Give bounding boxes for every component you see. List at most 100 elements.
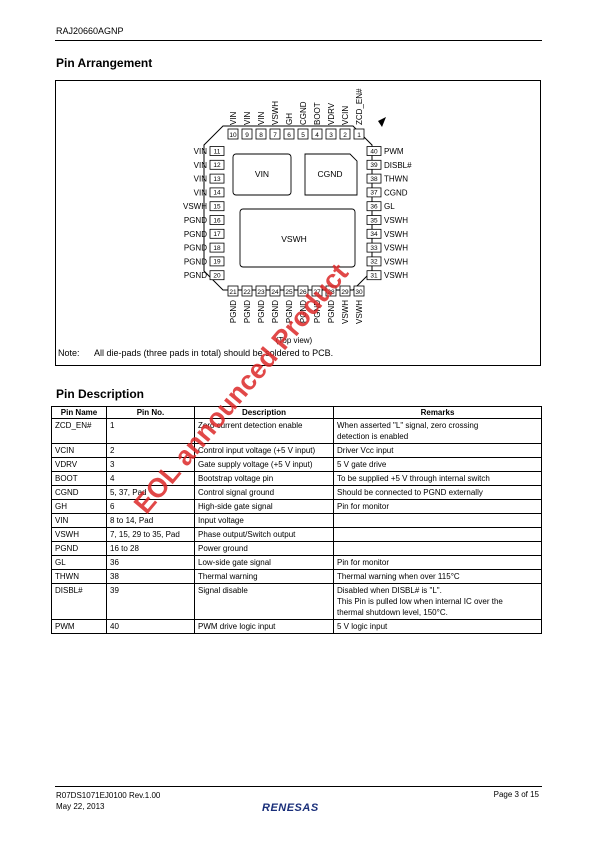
- footer-date: May 22, 2013: [56, 802, 105, 811]
- col-remarks: Remarks: [333, 406, 542, 419]
- pin-name: PGND: [327, 300, 336, 323]
- pin-name: PGND: [271, 300, 280, 323]
- pin-box: [366, 242, 382, 253]
- pin-number: 39: [370, 162, 378, 169]
- vswh-pad: [239, 208, 356, 268]
- pin-box: [366, 270, 382, 281]
- pin-number: 32: [370, 259, 378, 266]
- pin-name: VSWH: [341, 300, 350, 324]
- description-cell: Bootstrap voltage pin: [194, 471, 334, 486]
- pin-name: CGND: [384, 188, 408, 197]
- remarks-line: Driver Vcc input: [337, 446, 394, 455]
- top-view-label: (Top view): [276, 336, 313, 345]
- pin-number: 35: [370, 217, 378, 224]
- pin-number: 25: [285, 289, 293, 296]
- pin-box: [209, 187, 225, 198]
- pin-name: VSWH: [384, 244, 408, 253]
- remarks-line: Thermal warning when over 115°C: [337, 572, 460, 581]
- pin-name-cell: ZCD_EN#: [51, 418, 107, 444]
- pin-box: [227, 128, 239, 140]
- pin-number: 19: [213, 259, 221, 266]
- pin-box: [241, 128, 253, 140]
- pin-name: VIN: [229, 111, 238, 125]
- pin-name-cell: GL: [51, 555, 107, 570]
- pin-number: 10: [229, 132, 237, 139]
- remarks-line: When asserted "L" signal, zero crossing: [337, 421, 479, 430]
- pin-number: 8: [259, 132, 263, 139]
- pin-box: [366, 187, 382, 198]
- pin-name: DISBL#: [384, 161, 412, 170]
- remarks-line: thermal shutdown level, 150°C.: [337, 608, 448, 617]
- pin-box: [366, 173, 382, 184]
- header-rule: [55, 40, 542, 41]
- pin-name: VSWH: [271, 101, 280, 125]
- pin-box: [325, 285, 337, 297]
- pin-name-cell: GH: [51, 499, 107, 514]
- pin-name: VIN: [194, 188, 208, 197]
- pin-box: [311, 128, 323, 140]
- pin-name: GH: [285, 113, 294, 125]
- pin-name-cell: VCIN: [51, 443, 107, 458]
- pin-number: 5: [301, 132, 305, 139]
- pin-number: 34: [370, 231, 378, 238]
- pin-name: VSWH: [384, 230, 408, 239]
- pin-number: 24: [271, 289, 279, 296]
- vin-pad-label: VIN: [255, 169, 269, 179]
- col-pin-no: Pin No.: [106, 406, 195, 419]
- note-text: All die-pads (three pads in total) shoul…: [94, 348, 334, 358]
- pin-number: 26: [299, 289, 307, 296]
- pin-no-cell: 39: [106, 583, 195, 620]
- pin-name-cell: VDRV: [51, 457, 107, 472]
- renesas-logo: RENESAS: [262, 802, 319, 814]
- pin-name: CGND: [299, 101, 308, 125]
- pin-name: PGND: [299, 300, 308, 323]
- pin-box: [366, 159, 382, 170]
- table-header-row: Pin Name Pin No. Description Remarks: [51, 406, 542, 419]
- pin-box: [209, 146, 225, 156]
- pin-box: [297, 128, 309, 140]
- header-part-number: RAJ20660AGNP: [56, 26, 124, 36]
- pin-box: [366, 228, 382, 239]
- pin-name: PGND: [184, 244, 207, 253]
- pin-box: [209, 270, 225, 281]
- remarks-cell: To be supplied +5 V through internal swi…: [333, 471, 542, 486]
- pin-no-cell: 16 to 28: [106, 541, 195, 556]
- description-cell: Control input voltage (+5 V input): [194, 443, 334, 458]
- pin-number: 23: [257, 289, 265, 296]
- remarks-cell: 5 V logic input: [333, 619, 542, 634]
- pin-number: 27: [313, 289, 321, 296]
- remarks-line: Pin for monitor: [337, 558, 390, 567]
- pin-box: [353, 285, 365, 297]
- col-pin-name: Pin Name: [51, 406, 107, 419]
- pin-name-cell: VIN: [51, 513, 107, 528]
- pin-box: [209, 173, 225, 184]
- description-cell: Input voltage: [194, 513, 334, 528]
- remarks-line: Disabled when DISBL# is "L".: [337, 586, 442, 595]
- pin-name: VIN: [257, 111, 266, 125]
- pin-number: 17: [213, 231, 221, 238]
- pin-name: PGND: [184, 257, 207, 266]
- footer-page-number: Page 3 of 15: [493, 790, 539, 799]
- remarks-line: To be supplied +5 V through internal swi…: [337, 474, 490, 483]
- pin-name: VSWH: [183, 202, 207, 211]
- pin-number: 15: [213, 204, 221, 211]
- remarks-line: [337, 515, 538, 526]
- pin-name-cell: THWN: [51, 569, 107, 584]
- description-cell: Gate supply voltage (+5 V input): [194, 457, 334, 472]
- pin-box: [209, 228, 225, 239]
- pin-box: [339, 128, 351, 140]
- pin-name: THWN: [384, 175, 408, 184]
- remarks-cell: [333, 541, 542, 556]
- pin-name: VIN: [194, 161, 208, 170]
- pin-name: PGND: [229, 300, 238, 323]
- pin-name: PGND: [184, 216, 207, 225]
- pin-name-cell: PGND: [51, 541, 107, 556]
